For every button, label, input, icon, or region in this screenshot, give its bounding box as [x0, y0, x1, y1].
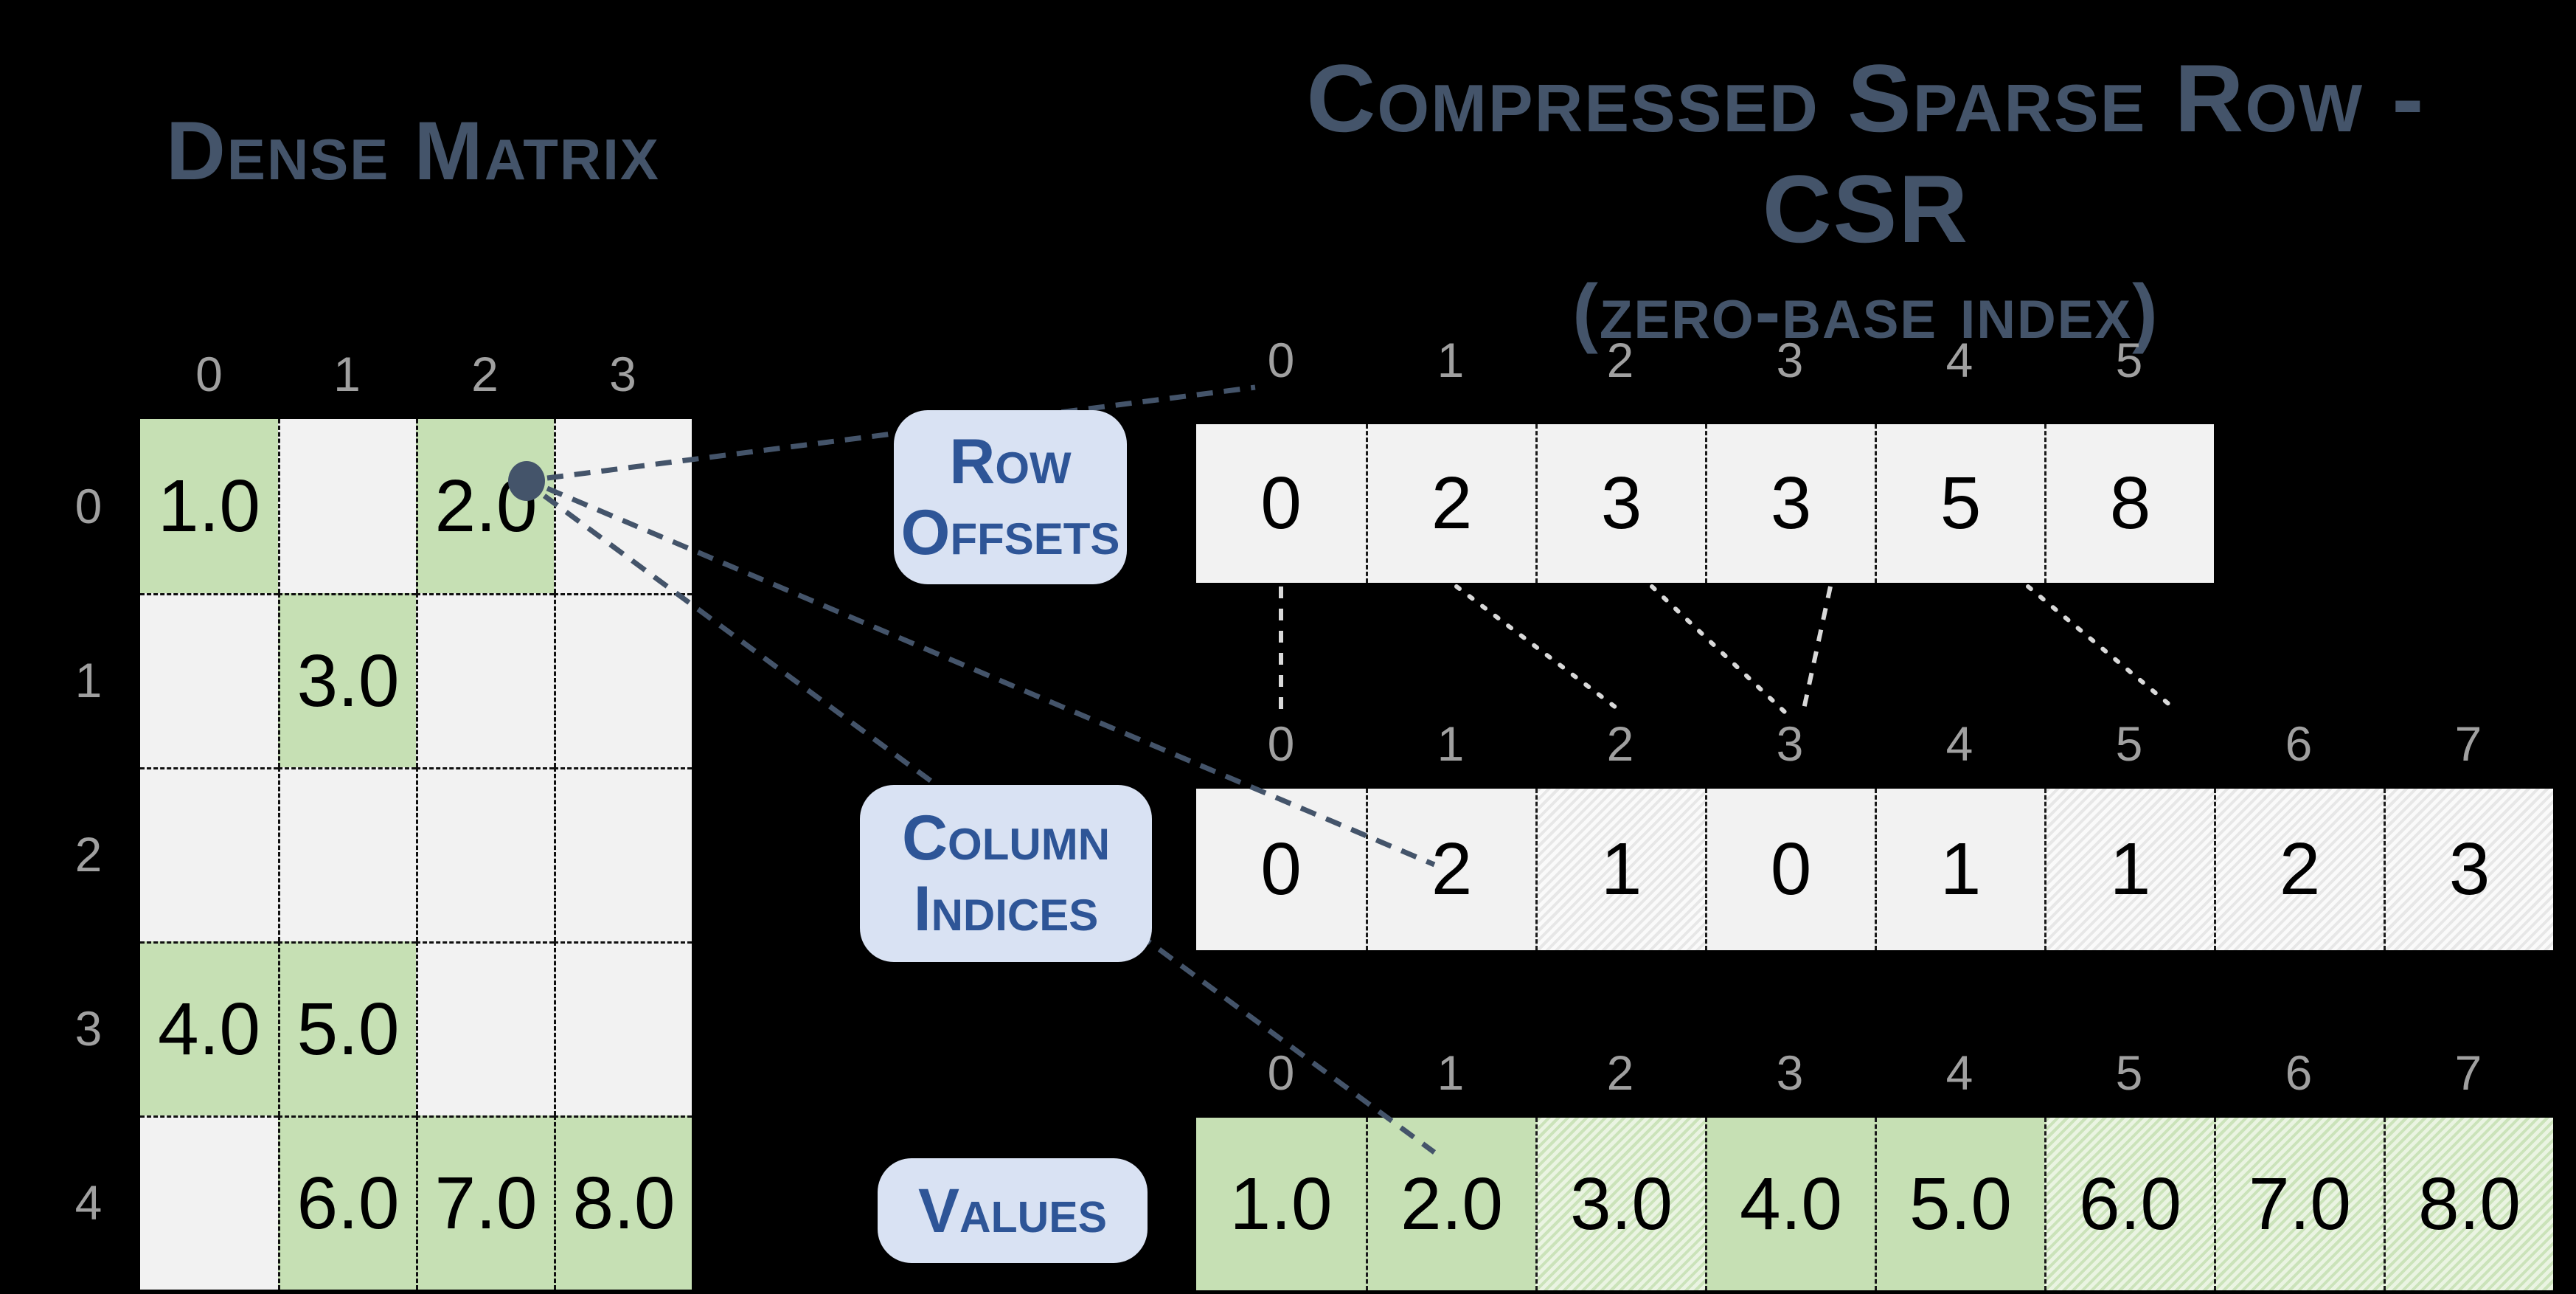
row-offsets-label-box: Row Offsets	[894, 410, 1127, 584]
connector-offset3a-to-position3	[1650, 584, 1787, 714]
column-indices-cell: 1	[1535, 789, 1705, 950]
column-indices-index-label: 5	[2115, 716, 2143, 771]
values-index-label: 5	[2115, 1045, 2143, 1100]
dense-column-label: 2	[471, 347, 499, 401]
dense-matrix-cell: 4.0	[140, 941, 278, 1115]
dense-row-label: 4	[74, 1175, 103, 1230]
row-offsets-cell: 8	[2044, 424, 2214, 583]
row-offsets-index-label: 0	[1267, 333, 1295, 387]
row-offsets-cell: 5	[1875, 424, 2044, 583]
values-index-label: 7	[2454, 1045, 2482, 1100]
values-label-box: Values	[878, 1158, 1148, 1263]
dense-matrix-cell: 2.0	[416, 419, 554, 593]
dense-matrix-cell: 8.0	[554, 1115, 692, 1290]
dense-row-label: 2	[74, 827, 103, 882]
column-indices-index-label: 4	[1945, 716, 1973, 771]
values-cell: 2.0	[1366, 1118, 1535, 1290]
dense-row-label: 0	[74, 479, 103, 533]
row-offsets-index-label: 5	[2115, 333, 2143, 387]
values-index-label: 4	[1945, 1045, 1973, 1100]
values-index-label: 1	[1437, 1045, 1465, 1100]
values-cell: 7.0	[2214, 1118, 2384, 1290]
column-indices-index-label: 1	[1437, 716, 1465, 771]
connector-offset3b-to-position3	[1800, 586, 1833, 716]
connector-offset5-to-position5	[2026, 584, 2178, 712]
dense-row-labels: 0 1 2 3 4	[52, 419, 125, 1290]
values-cell: 8.0	[2384, 1118, 2553, 1290]
dense-row-label: 3	[74, 1001, 103, 1056]
dense-matrix-cell	[554, 767, 692, 941]
row-offsets-index-label: 2	[1606, 333, 1634, 387]
dense-matrix-cell	[278, 767, 416, 941]
dense-column-label: 1	[333, 347, 361, 401]
column-indices-index-labels: 0 1 2 3 4 5 6 7	[1196, 714, 2553, 773]
column-indices-index-label: 0	[1267, 716, 1295, 771]
dense-matrix-cell	[140, 767, 278, 941]
dense-matrix-cell	[416, 941, 554, 1115]
csr-title: Compressed Sparse Row - CSR (zero-base i…	[1195, 43, 2537, 356]
dense-matrix-cell	[140, 593, 278, 767]
column-indices-cell: 2	[1366, 789, 1535, 950]
values-label: Values	[918, 1175, 1107, 1245]
dense-matrix-cell: 5.0	[278, 941, 416, 1115]
dense-matrix-cell	[140, 1115, 278, 1290]
dense-matrix-cell: 7.0	[416, 1115, 554, 1290]
dense-matrix-cell	[416, 593, 554, 767]
row-offsets-cell: 3	[1705, 424, 1875, 583]
dense-column-labels: 0 1 2 3	[140, 341, 692, 407]
column-indices-index-label: 7	[2454, 716, 2482, 771]
dense-matrix-cell: 6.0	[278, 1115, 416, 1290]
column-indices-cell: 2	[2214, 789, 2384, 950]
column-indices-label-box: Column Indices	[860, 785, 1152, 962]
dense-matrix-cell: 3.0	[278, 593, 416, 767]
dense-matrix-cell	[554, 941, 692, 1115]
dense-matrix-cell: 1.0	[140, 419, 278, 593]
column-indices-cell: 1	[1875, 789, 2044, 950]
values-cell: 5.0	[1875, 1118, 2044, 1290]
column-indices-index-label: 6	[2285, 716, 2313, 771]
dense-row-label: 1	[74, 653, 103, 707]
column-indices-cell: 3	[2384, 789, 2553, 950]
row-offsets-index-label: 1	[1437, 333, 1465, 387]
dense-matrix-cell	[554, 593, 692, 767]
values-index-label: 2	[1606, 1045, 1634, 1100]
row-offsets-label-line1: Row	[949, 426, 1072, 497]
values-index-label: 3	[1776, 1045, 1804, 1100]
column-indices-index-label: 3	[1776, 716, 1804, 771]
column-indices-label-line1: Column	[901, 802, 1111, 873]
column-indices-cell: 0	[1705, 789, 1875, 950]
dense-matrix-cell	[554, 419, 692, 593]
values-cell: 4.0	[1705, 1118, 1875, 1290]
csr-title-line2: (zero-base index)	[1572, 269, 2159, 355]
row-offsets-index-labels: 0 1 2 3 4 5	[1196, 331, 2214, 390]
column-indices-index-label: 2	[1606, 716, 1634, 771]
dense-matrix-title: Dense Matrix	[166, 105, 660, 197]
connector-offset2-to-position2	[1454, 584, 1621, 712]
dense-matrix-cell	[416, 767, 554, 941]
dense-column-label: 3	[609, 347, 636, 401]
column-indices-label-line2: Indices	[913, 873, 1099, 944]
row-offsets-cell: 3	[1535, 424, 1705, 583]
values-index-label: 6	[2285, 1045, 2313, 1100]
values-index-labels: 0 1 2 3 4 5 6 7	[1196, 1043, 2553, 1102]
values-cell: 1.0	[1196, 1118, 1366, 1290]
csr-title-line1: Compressed Sparse Row - CSR	[1306, 44, 2426, 263]
dense-matrix-cell	[278, 419, 416, 593]
column-indices-cell: 1	[2044, 789, 2214, 950]
values-cell: 3.0	[1535, 1118, 1705, 1290]
row-offsets-cell: 0	[1196, 424, 1366, 583]
row-offsets-index-label: 3	[1776, 333, 1804, 387]
row-offsets-label-line2: Offsets	[900, 497, 1120, 568]
row-offsets-index-label: 4	[1945, 333, 1973, 387]
values-index-label: 0	[1267, 1045, 1295, 1100]
values-cell: 6.0	[2044, 1118, 2214, 1290]
row-offsets-cell: 2	[1366, 424, 1535, 583]
column-indices-cell: 0	[1196, 789, 1366, 950]
dense-column-label: 0	[195, 347, 223, 401]
